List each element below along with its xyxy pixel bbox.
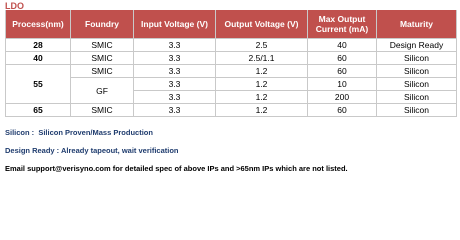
ldo-spec-page: LDO Process(nm) Foundry Input Voltage (V… bbox=[5, 1, 457, 173]
cell-output-voltage: 2.5/1.1 bbox=[215, 51, 308, 65]
cell-maturity: Silicon bbox=[376, 90, 457, 104]
cell-output-voltage: 1.2 bbox=[215, 64, 308, 78]
cell-output-voltage: 1.2 bbox=[215, 90, 308, 104]
header-process: Process(nm) bbox=[5, 10, 71, 39]
cell-foundry: SMIC bbox=[70, 64, 134, 78]
cell-max-output-current: 60 bbox=[307, 51, 377, 65]
cell-foundry: GF bbox=[70, 77, 134, 104]
cell-max-output-current: 200 bbox=[307, 90, 377, 104]
cell-input-voltage: 3.3 bbox=[133, 64, 216, 78]
header-output-voltage: Output Voltage (V) bbox=[215, 10, 308, 39]
cell-process: 28 bbox=[5, 38, 71, 52]
cell-max-output-current: 60 bbox=[307, 103, 377, 117]
cell-maturity: Silicon bbox=[376, 64, 457, 78]
table-row: 40 SMIC 3.3 2.5/1.1 60 Silicon bbox=[5, 51, 457, 65]
table-row: 28 SMIC 3.3 2.5 40 Design Ready bbox=[5, 38, 457, 52]
cell-input-voltage: 3.3 bbox=[133, 38, 216, 52]
cell-input-voltage: 3.3 bbox=[133, 77, 216, 91]
cell-max-output-current: 10 bbox=[307, 77, 377, 91]
header-maturity: Maturity bbox=[376, 10, 457, 39]
header-max-output-current: Max Output Current (mA) bbox=[307, 10, 377, 39]
note-email: Email support@verisyno.com for detailed … bbox=[5, 164, 348, 173]
cell-process: 55 bbox=[5, 64, 71, 104]
cell-process: 65 bbox=[5, 103, 71, 117]
cell-foundry: SMIC bbox=[70, 103, 134, 117]
cell-output-voltage: 1.2 bbox=[215, 103, 308, 117]
table-row: 55 SMIC 3.3 1.2 60 Silicon bbox=[5, 64, 457, 104]
cell-maturity: Design Ready bbox=[376, 38, 457, 52]
ldo-spec-table: Process(nm) Foundry Input Voltage (V) Ou… bbox=[5, 10, 457, 117]
cell-foundry: SMIC bbox=[70, 51, 134, 65]
cell-process: 40 bbox=[5, 51, 71, 65]
note-design-ready: Design Ready : Already tapeout, wait ver… bbox=[5, 146, 179, 155]
cell-output-voltage: 2.5 bbox=[215, 38, 308, 52]
cell-max-output-current: 60 bbox=[307, 64, 377, 78]
cell-output-voltage: 1.2 bbox=[215, 77, 308, 91]
table-row: 65 SMIC 3.3 1.2 60 Silicon bbox=[5, 103, 457, 117]
header-input-voltage: Input Voltage (V) bbox=[133, 10, 216, 39]
section-title: LDO bbox=[5, 1, 24, 11]
header-foundry: Foundry bbox=[70, 10, 134, 39]
table-row: GF 3.3 1.2 10 Silicon bbox=[6, 77, 457, 104]
cell-max-output-current: 40 bbox=[307, 38, 377, 52]
cell-input-voltage: 3.3 bbox=[133, 103, 216, 117]
cell-maturity: Silicon bbox=[376, 77, 457, 91]
cell-input-voltage: 3.3 bbox=[133, 51, 216, 65]
cell-maturity: Silicon bbox=[376, 103, 457, 117]
cell-maturity: Silicon bbox=[376, 51, 457, 65]
table-header-row: Process(nm) Foundry Input Voltage (V) Ou… bbox=[5, 10, 457, 39]
cell-foundry: SMIC bbox=[70, 38, 134, 52]
note-silicon: Silicon : Silicon Proven/Mass Production bbox=[5, 128, 153, 137]
cell-input-voltage: 3.3 bbox=[133, 90, 216, 104]
